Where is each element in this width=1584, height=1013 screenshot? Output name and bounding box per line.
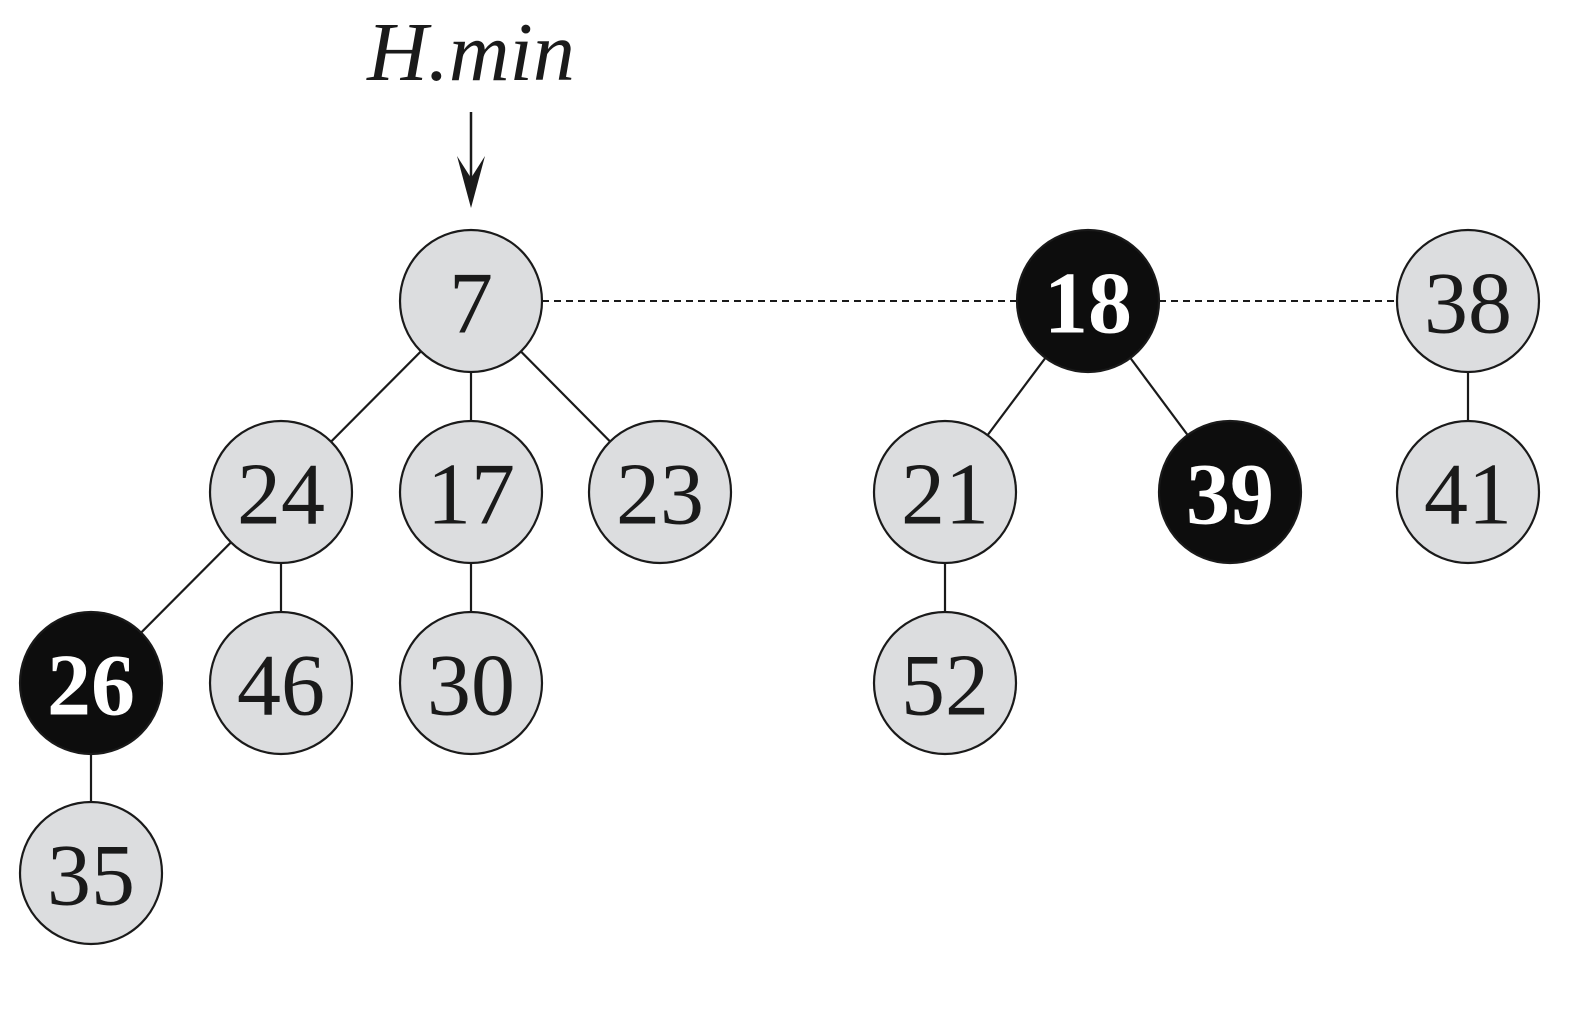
- marked-node-circle: [1015, 228, 1161, 374]
- node-key: 7: [449, 256, 493, 353]
- heap-nodes: 7 18 38 24 17 23 21 39 41 26 46 30 52 35: [18, 228, 1541, 946]
- node-circle: [208, 419, 354, 565]
- node-circle: [398, 419, 544, 565]
- node-circle: [872, 419, 1018, 565]
- node-key: 39: [1186, 447, 1274, 544]
- marked-node-circle: [1157, 419, 1303, 565]
- node-key: 46: [237, 638, 325, 735]
- node-key: 41: [1424, 447, 1512, 544]
- heap-node-39: 39: [1157, 419, 1303, 565]
- node-key: 26: [47, 638, 135, 735]
- tree-edges: [89, 300, 1470, 873]
- node-key: 24: [237, 447, 325, 544]
- node-key: 23: [616, 447, 704, 544]
- node-circle: [398, 610, 544, 756]
- heap-node-41: 41: [1395, 419, 1541, 565]
- min-pointer-label: H.min: [366, 6, 575, 99]
- node-circle: [872, 610, 1018, 756]
- heap-node-30: 30: [398, 610, 544, 756]
- heap-node-7: 7: [398, 228, 544, 374]
- node-circle: [587, 419, 733, 565]
- heap-node-52: 52: [872, 610, 1018, 756]
- node-circle: [18, 800, 164, 946]
- heap-node-17: 17: [398, 419, 544, 565]
- node-circle: [208, 610, 354, 756]
- min-pointer-arrow-head: [457, 156, 485, 208]
- node-key: 30: [427, 638, 515, 735]
- heap-node-24: 24: [208, 419, 354, 565]
- heap-node-46: 46: [208, 610, 354, 756]
- marked-node-circle: [18, 610, 164, 756]
- heap-node-21: 21: [872, 419, 1018, 565]
- node-circle: [398, 228, 544, 374]
- node-key: 17: [427, 447, 515, 544]
- node-key: 21: [901, 447, 989, 544]
- heap-node-35: 35: [18, 800, 164, 946]
- node-circle: [1395, 228, 1541, 374]
- node-key: 35: [47, 828, 135, 925]
- heap-node-23: 23: [587, 419, 733, 565]
- heap-node-26: 26: [18, 610, 164, 756]
- node-key: 52: [901, 638, 989, 735]
- node-key: 18: [1044, 256, 1132, 353]
- node-key: 38: [1424, 256, 1512, 353]
- heap-node-18: 18: [1015, 228, 1161, 374]
- node-circle: [1395, 419, 1541, 565]
- min-pointer: H.min: [366, 6, 575, 208]
- heap-node-38: 38: [1395, 228, 1541, 374]
